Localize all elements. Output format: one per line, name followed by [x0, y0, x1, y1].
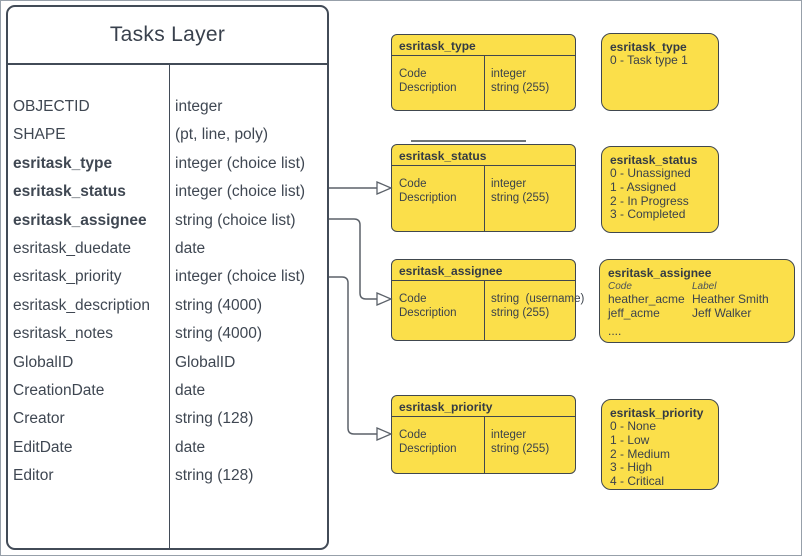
field-type: integer (choice list)	[175, 154, 306, 172]
field-name: SHAPE	[13, 126, 66, 144]
value-item: 1 - Low	[610, 432, 650, 447]
value-pair-row: jeff_acme Jeff Walker	[608, 305, 788, 321]
tasks-layer-fields: OBJECTID SHAPE esritask_type esritask_st…	[8, 65, 327, 548]
schema-table-esritask-type: esritask_type Code Description integer s…	[391, 34, 576, 111]
arrowhead-priority-icon	[376, 427, 393, 441]
schema-table-esritask-status: esritask_status Code Description integer…	[391, 144, 576, 232]
field-type: integer (choice list)	[175, 268, 306, 286]
schema-row-label: Code	[399, 429, 427, 441]
field-name: Editor	[13, 467, 54, 485]
field-type: (pt, line, poly)	[175, 126, 269, 144]
value-item: 0 - None	[610, 419, 657, 433]
schema-row-label: Description	[399, 306, 457, 319]
pair-label: Heather Smith	[692, 292, 769, 306]
field-name: esritask_priority	[13, 268, 122, 286]
value-item: 2 - Medium	[610, 446, 671, 461]
value-list-title: esritask_priority	[610, 406, 704, 420]
field-type: date	[175, 381, 206, 399]
schema-row-type: string (username)	[491, 293, 585, 305]
schema-table-title: esritask_status	[392, 145, 575, 166]
field-name: CreationDate	[13, 381, 105, 399]
value-list-esritask-status: esritask_status 0 - Unassigned 1 - Assig…	[601, 146, 719, 233]
value-item: 2 - In Progress	[610, 193, 689, 208]
schema-table-title: esritask_type	[392, 35, 575, 56]
field-name: OBJECTID	[13, 98, 90, 115]
schema-row-type: string (255)	[491, 442, 550, 455]
connector-priority	[329, 276, 377, 435]
field-type: string (4000)	[175, 296, 263, 314]
field-name: Creator	[13, 410, 65, 428]
value-item: 0 - Task type 1	[610, 53, 688, 67]
field-type: date	[175, 239, 206, 257]
schema-row-type: integer	[491, 429, 527, 441]
schema-table-esritask-assignee: esritask_assignee Code Description strin…	[391, 259, 584, 341]
field-name: esritask_assignee	[13, 211, 147, 229]
field-name: GlobalID	[13, 353, 74, 371]
value-item: 1 - Assigned	[610, 179, 677, 194]
field-type: integer (choice list)	[175, 183, 306, 201]
field-type-column: integer (pt, line, poly) integer (choice…	[170, 65, 327, 548]
value-item: 0 - Unassigned	[610, 166, 691, 180]
arrowhead-assignee-icon	[376, 292, 393, 306]
schema-row-label: Description	[399, 442, 457, 455]
field-name: esritask_duedate	[13, 239, 132, 257]
pair-header-code: Code	[608, 281, 632, 292]
schema-table-title: esritask_priority	[392, 396, 575, 417]
value-ellipsis: ....	[608, 323, 622, 338]
tasks-layer-title: Tasks Layer	[8, 7, 327, 65]
value-list-title: esritask_status	[610, 153, 698, 167]
field-type: string (choice list)	[175, 211, 296, 229]
field-type: GlobalID	[175, 353, 236, 371]
value-list-esritask-assignee: esritask_assignee Code Label heather_acme…	[599, 259, 795, 343]
schema-row-type: string (255)	[491, 191, 550, 204]
schema-row-label: Code	[399, 293, 427, 305]
field-name-column: OBJECTID SHAPE esritask_type esritask_st…	[8, 65, 170, 548]
field-name: esritask_type	[13, 154, 113, 172]
schema-row-type: integer	[491, 178, 527, 190]
schema-row-label: Description	[399, 191, 457, 204]
schema-table-title: esritask_assignee	[392, 260, 575, 281]
field-type: date	[175, 438, 206, 456]
schema-row-label: Description	[399, 81, 457, 94]
field-name: EditDate	[13, 438, 73, 456]
field-type: string (128)	[175, 467, 254, 485]
schema-row-label: Code	[399, 68, 427, 80]
schema-table-esritask-priority: esritask_priority Code Description integ…	[391, 395, 576, 474]
value-list-title: esritask_type	[610, 40, 687, 54]
pair-label: Jeff Walker	[692, 305, 752, 320]
connector-assignee	[329, 218, 377, 300]
value-item: 3 - Completed	[610, 207, 686, 222]
field-name: esritask_description	[13, 296, 150, 314]
field-type: integer	[175, 98, 223, 115]
field-name: esritask_notes	[13, 325, 113, 343]
pair-header-label: Label	[692, 281, 717, 292]
pair-code: jeff_acme	[608, 305, 660, 320]
value-item: 3 - High	[610, 460, 653, 475]
tasks-layer-table: Tasks Layer OBJECTID SHAPE esritask_type…	[6, 5, 329, 550]
value-list-esritask-priority: esritask_priority 0 - None 1 - Low 2 - M…	[601, 399, 719, 490]
schema-row-type: integer	[491, 68, 527, 80]
pair-code: heather_acme	[608, 292, 685, 306]
value-pair-header: Code Label	[608, 280, 788, 293]
value-list-title: esritask_assignee	[608, 266, 712, 280]
schema-row-label: Code	[399, 178, 427, 190]
value-list-esritask-type: esritask_type 0 - Task type 1	[601, 33, 719, 111]
schema-row-type: string (255)	[491, 81, 550, 94]
field-name: esritask_status	[13, 183, 126, 201]
arrowhead-status-icon	[376, 181, 393, 195]
schema-row-type: string (255)	[491, 306, 550, 319]
field-type: string (4000)	[175, 325, 263, 343]
value-pair-row: heather_acme Heather Smith	[608, 292, 788, 307]
value-item: 4 - Critical	[610, 474, 665, 489]
field-type: string (128)	[175, 410, 254, 428]
